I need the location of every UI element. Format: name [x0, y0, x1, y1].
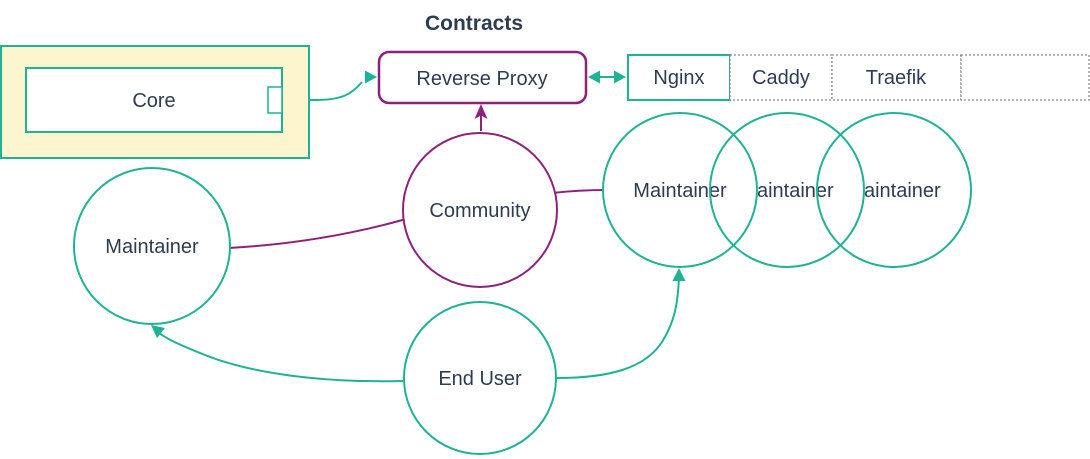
arrowhead-enduser-left — [151, 325, 165, 338]
maintainer-right-2-circle — [709, 112, 865, 268]
proxy-cell-traefik — [831, 54, 962, 101]
maintainer-right-3-fill — [817, 113, 971, 267]
end-user-node: End User — [403, 301, 557, 455]
proxy-options-row: Nginx Caddy Traefik — [627, 54, 1090, 101]
community-label: Community — [429, 200, 530, 222]
maintainer-right-3-label: Maintainer — [847, 180, 941, 202]
maintainer-right-2-fill — [710, 113, 864, 267]
arrowhead-proxy-right — [614, 70, 626, 84]
proxy-label-traefik: Traefik — [866, 67, 927, 89]
arrowhead-proxy-left — [588, 70, 600, 84]
arrowhead-community-to-proxy — [474, 104, 488, 119]
proxy-label-nginx: Nginx — [653, 67, 704, 89]
edge-community-maintainer-right — [551, 189, 607, 194]
maintainer-right-1-fill — [603, 113, 757, 267]
arrowhead-enduser-right — [672, 268, 686, 281]
diagram-title: Contracts — [425, 12, 523, 35]
maintainer-right-1-circle — [602, 112, 758, 268]
core-label: Core — [132, 90, 175, 112]
reverse-proxy-box — [377, 50, 588, 105]
maintainer-right-3-circle — [816, 112, 972, 268]
end-user-circle — [403, 301, 557, 455]
maintainer-left-circle — [73, 167, 231, 325]
arrowhead-core-to-proxy — [365, 70, 377, 84]
reverse-proxy-node: Reverse Proxy — [377, 50, 588, 105]
core-subgraph: Core — [0, 45, 310, 159]
community-circle — [402, 132, 558, 288]
proxy-label-caddy: Caddy — [752, 67, 810, 89]
edge-enduser-to-maintainer-left — [154, 329, 404, 383]
maintainer-right-1-label: Maintainer — [633, 180, 727, 202]
community-node: Community — [402, 132, 558, 288]
maintainers-right-cluster: Maintainer Maintainer Maintainer — [602, 112, 972, 268]
maintainer-left-node: Maintainer — [73, 167, 231, 325]
core-node — [25, 67, 283, 133]
maintainer-right-2-label: Maintainer — [740, 180, 834, 202]
reverse-proxy-label: Reverse Proxy — [416, 68, 547, 90]
edge-community-maintainer-left — [228, 218, 407, 249]
edge-enduser-to-maintainer-right — [556, 275, 680, 379]
core-port — [267, 86, 283, 114]
maintainer-left-label: Maintainer — [105, 236, 199, 258]
end-user-label: End User — [438, 368, 522, 390]
edge-core-to-proxy — [276, 81, 363, 101]
proxy-cell-empty — [960, 54, 1090, 101]
